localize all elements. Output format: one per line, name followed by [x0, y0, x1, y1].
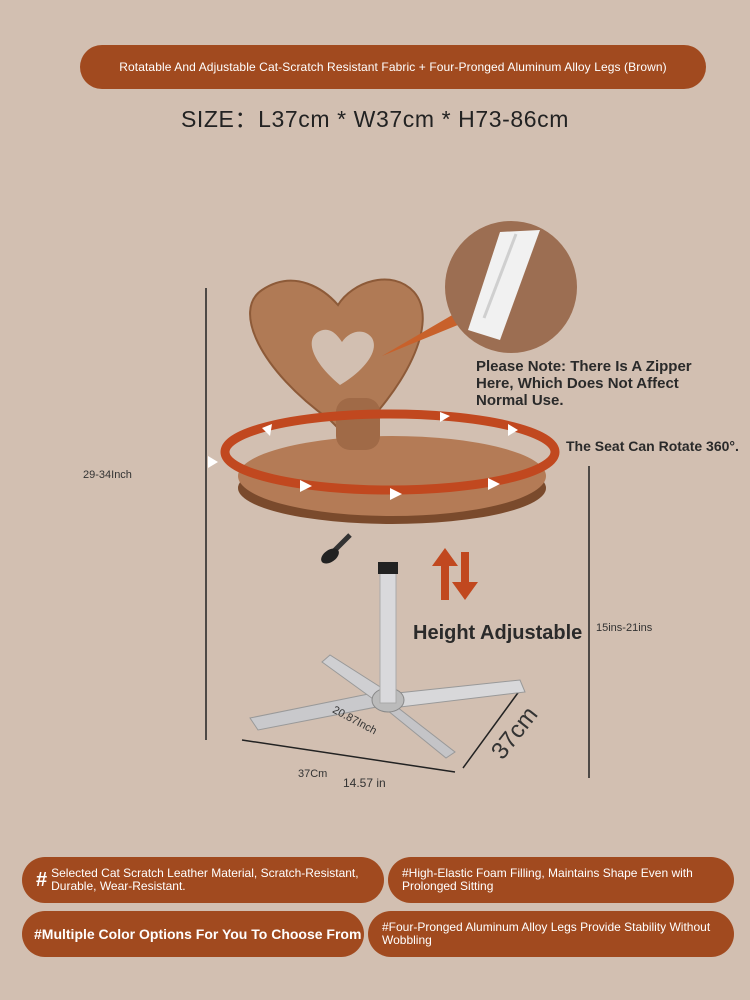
- feature-foam: #High-Elastic Foam Filling, Maintains Sh…: [388, 857, 734, 903]
- banner-text: Rotatable And Adjustable Cat-Scratch Res…: [119, 60, 667, 74]
- feature-text: #Multiple Color Options For You To Choos…: [34, 926, 362, 942]
- feature-text: #High-Elastic Foam Filling, Maintains Sh…: [402, 866, 693, 893]
- feature-leather: # Selected Cat Scratch Leather Material,…: [22, 857, 384, 903]
- rotation-arrow-ring: [208, 409, 560, 500]
- zipper-note: Please Note: There Is A Zipper Here, Whi…: [476, 358, 692, 409]
- feature-text: #Four-Pronged Aluminum Alloy Legs Provid…: [382, 920, 711, 947]
- height-adjustable-label: Height Adjustable: [413, 622, 583, 644]
- seat-cushion: [238, 436, 546, 516]
- feature-hash: #: [36, 868, 48, 891]
- feature-colors: #Multiple Color Options For You To Choos…: [22, 911, 364, 957]
- rotation-label: The Seat Can Rotate 360°.: [566, 438, 739, 454]
- width-cm-label: 37Cm: [298, 768, 328, 780]
- size-specification: SIZE：L37cm * W37cm * H73-86cm: [180, 106, 570, 132]
- seat-height-label: 15ins-21ins: [596, 622, 653, 634]
- depth-line: [462, 689, 521, 769]
- gas-lift-post: [379, 564, 397, 704]
- height-adjust-arrows-icon: [432, 548, 478, 600]
- post-collar: [378, 562, 398, 574]
- feature-text: Selected Cat Scratch Leather Material, S…: [51, 866, 359, 893]
- width-in-label: 14.57 in: [343, 776, 386, 790]
- total-height-label: 29-34Inch: [83, 469, 132, 481]
- zipper-detail-callout: [382, 221, 577, 356]
- width-line: [241, 739, 456, 773]
- feature-legs: #Four-Pronged Aluminum Alloy Legs Provid…: [368, 911, 734, 957]
- title-banner: Rotatable And Adjustable Cat-Scratch Res…: [80, 45, 706, 89]
- height-lever-icon: [321, 533, 352, 564]
